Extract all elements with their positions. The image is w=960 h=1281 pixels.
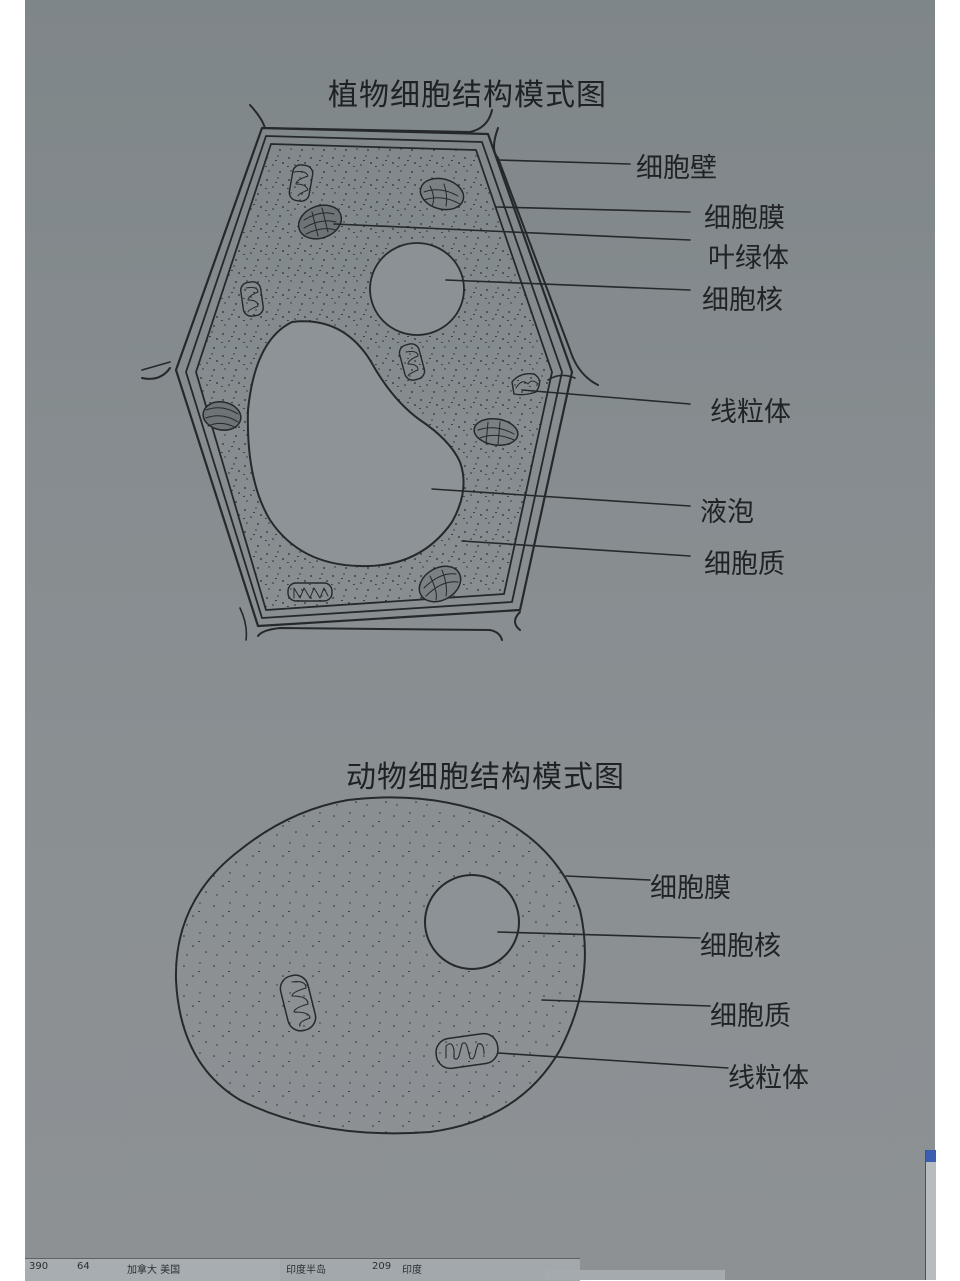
mitochondrion-icon (279, 974, 499, 1070)
strip-cell: 209 (372, 1261, 392, 1272)
animal-cell-title: 动物细胞结构模式图 (346, 760, 625, 795)
background-table-strip-right (545, 1270, 725, 1280)
mitochondrion-icon (240, 164, 541, 602)
animal-leader-lines (497, 875, 729, 1069)
background-page-edge (925, 1150, 936, 1280)
animal-label-cell-membrane: 细胞膜 (650, 873, 731, 904)
background-table-strip-left: 390 64 加拿大 美国 (25, 1258, 355, 1281)
plant-label-vacuole: 液泡 (700, 497, 754, 528)
strip-cell: 印度半岛 (286, 1265, 326, 1276)
plant-label-cytoplasm: 细胞质 (704, 549, 785, 580)
plant-cell-diagram (141, 104, 691, 641)
plant-label-chloroplast: 叶绿体 (708, 243, 789, 274)
animal-label-nucleus: 细胞核 (700, 931, 781, 962)
plant-label-cell-membrane: 细胞膜 (704, 203, 785, 234)
strip-cell: 加拿大 美国 (127, 1265, 181, 1276)
strip-cell: 印度 (402, 1265, 422, 1276)
strip-cell: 64 (77, 1261, 90, 1272)
background-table-strip-mid: 印度半岛 209 印度 (280, 1258, 580, 1281)
animal-label-cytoplasm: 细胞质 (710, 1001, 791, 1032)
plant-cell-title: 植物细胞结构模式图 (328, 78, 607, 113)
animal-cell-diagram (174, 796, 729, 1135)
plant-label-nucleus: 细胞核 (702, 285, 783, 316)
plant-label-mitochondrion: 线粒体 (710, 397, 791, 428)
plant-label-cell-wall: 细胞壁 (636, 153, 717, 184)
chloroplast-icon (202, 177, 519, 603)
plant-leader-lines (333, 159, 691, 557)
strip-cell: 390 (29, 1261, 49, 1272)
animal-label-mitochondrion: 线粒体 (728, 1063, 809, 1094)
